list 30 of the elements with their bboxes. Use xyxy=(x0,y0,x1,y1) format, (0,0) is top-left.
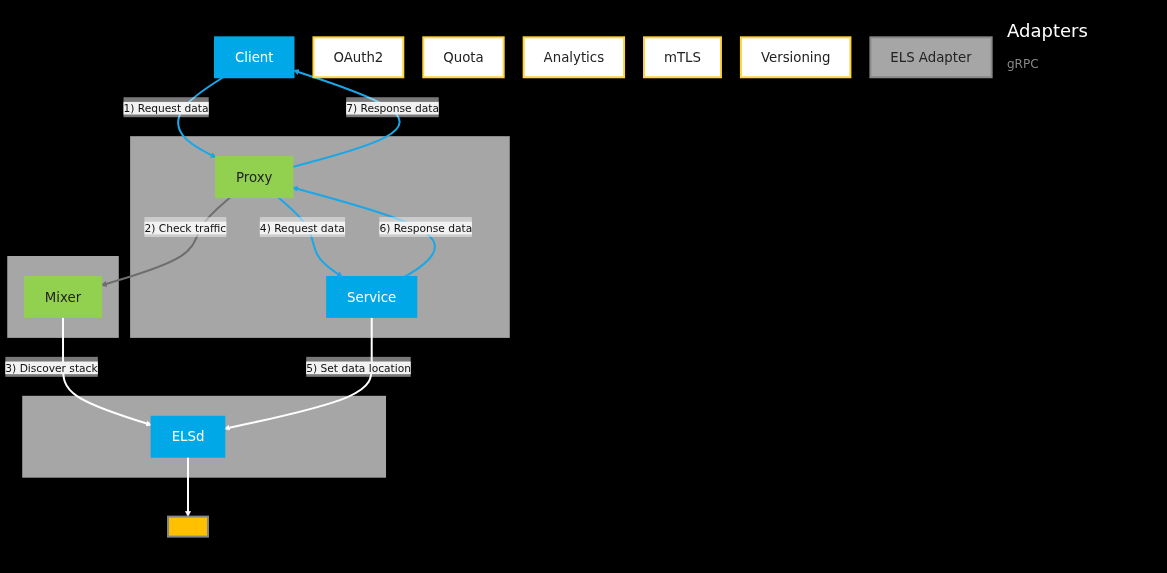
edge-label: 3) Discover stack xyxy=(5,361,98,374)
edge-label: 7) Response data xyxy=(346,101,440,115)
edge-label: 5) Set data location xyxy=(306,361,412,374)
node-box: Service xyxy=(326,275,418,318)
arrow xyxy=(292,185,436,278)
edge-label: 4) Request data xyxy=(259,221,345,234)
edge-label: 1) Request data xyxy=(123,101,209,115)
node-box xyxy=(167,515,209,538)
cluster xyxy=(7,255,119,338)
node-box: Analytics xyxy=(522,35,626,78)
arrow xyxy=(62,315,152,426)
node-box: Versioning xyxy=(739,35,852,78)
arrow xyxy=(224,315,373,431)
node-box: Client xyxy=(214,35,295,78)
arrow xyxy=(185,455,191,517)
node-box: ELS Adapter xyxy=(869,35,993,78)
node-box: OAuth2 xyxy=(312,35,405,78)
edge-label: 2) Check traffic xyxy=(144,221,227,234)
arrow xyxy=(177,75,225,158)
node-box: Quota xyxy=(422,35,505,78)
arrow xyxy=(276,195,343,277)
node-box: Proxy xyxy=(215,155,294,198)
edge-label: 6) Response data xyxy=(379,221,473,234)
cluster xyxy=(22,395,386,478)
node-box: ELSd xyxy=(150,415,226,458)
cluster xyxy=(130,135,510,338)
group-heading: Adapters xyxy=(1007,20,1089,41)
protocol-label: gRPC xyxy=(1007,57,1040,71)
node-box: mTLS xyxy=(643,35,722,78)
node-box: Mixer xyxy=(23,275,103,318)
